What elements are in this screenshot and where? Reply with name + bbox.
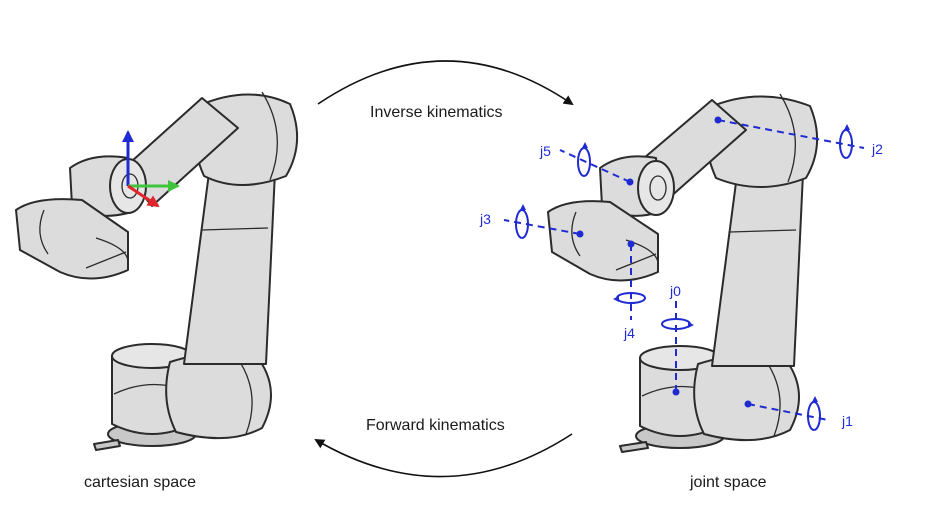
joint-j0 [661,300,694,396]
joint-j3 [503,204,584,239]
forward-kinematics-label: Forward kinematics [366,417,505,434]
inverse-kinematics-label: Inverse kinematics [370,104,503,121]
cartesian-space-caption: cartesian space [84,474,197,491]
joint-label-j2: j2 [871,141,883,157]
joint-label-j4: j4 [623,325,635,341]
shoulder-joint [693,354,800,442]
shoulder-joint [165,352,272,440]
base-cable [619,441,649,453]
joint-label-j3: j3 [479,211,491,227]
joint-j4 [613,240,646,320]
wrist-2 [15,198,129,280]
joint-j5 [559,142,634,186]
robot-arm-joint-space: j0 j1 j2 j3 j4 j5 [479,93,883,453]
joint-j1 [744,396,829,431]
joint-label-j5: j5 [539,143,551,159]
joint-space-caption: joint space [690,474,767,491]
inverse-kinematics-arrow [317,60,574,106]
joint-label-j0: j0 [669,283,681,299]
forward-kinematics-arrow [314,433,573,478]
robot-arm-cartesian [15,91,299,451]
base-cable [93,439,121,451]
joint-j2 [714,116,865,159]
joint-label-j1: j1 [841,413,853,429]
axis-x-arrow [127,184,160,208]
